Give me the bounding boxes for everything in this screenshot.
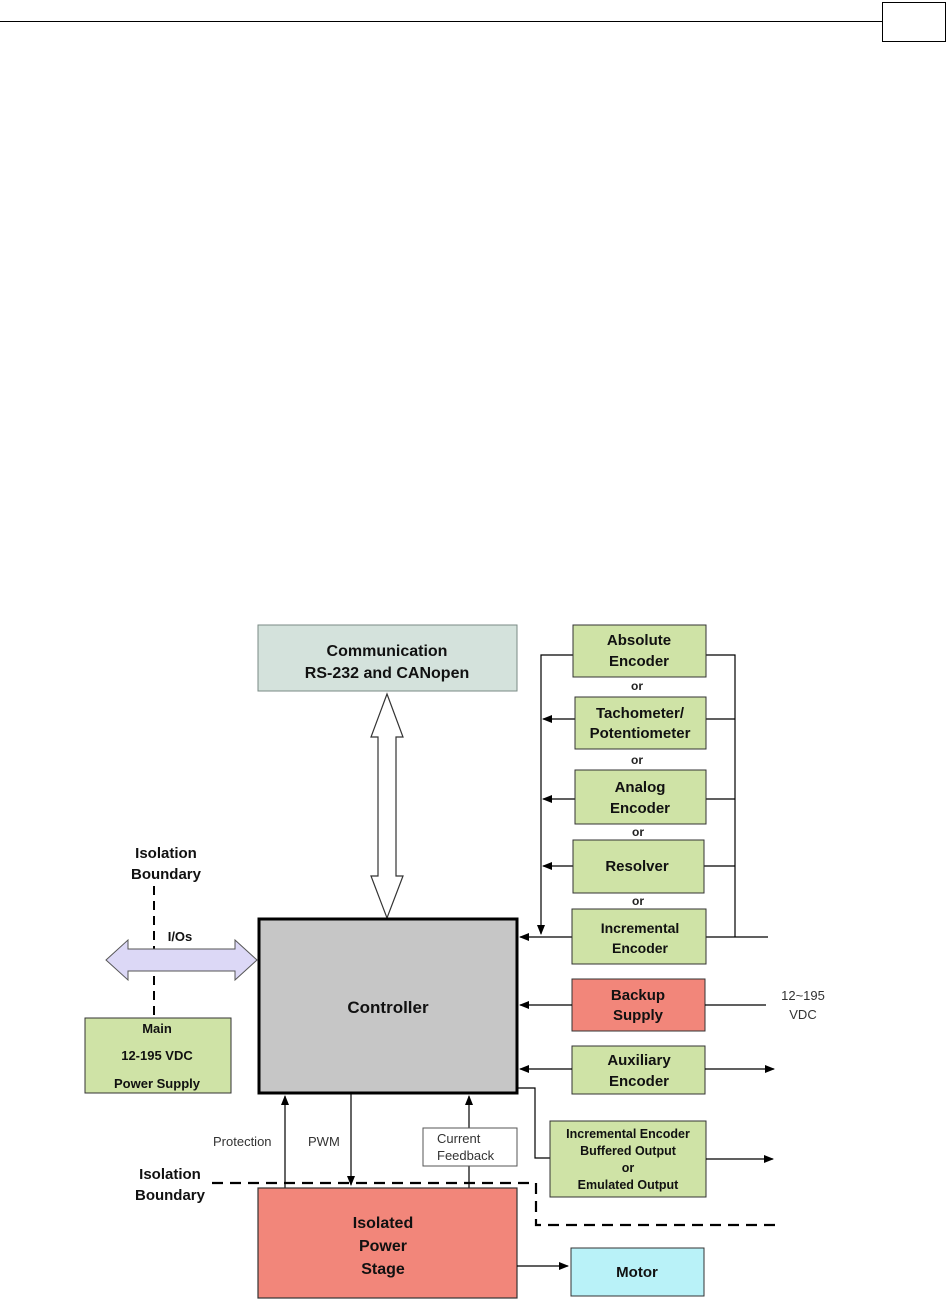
incremental-encoder-line2: Encoder xyxy=(612,940,669,956)
motor-block: Motor xyxy=(570,1247,705,1297)
or-label-1: or xyxy=(631,679,643,693)
page-number-box xyxy=(882,2,946,42)
tachometer-line2: Potentiometer xyxy=(590,725,691,742)
power-stage-line2: Power xyxy=(359,1238,407,1255)
motor-label: Motor xyxy=(616,1264,658,1281)
protection-label: Protection xyxy=(213,1134,272,1149)
feedback-bus xyxy=(519,654,768,941)
analog-encoder-line1: Analog xyxy=(615,779,666,796)
buffered-output-line4: Emulated Output xyxy=(578,1178,680,1192)
buffered-output-connector xyxy=(517,1087,550,1159)
backup-supply-line1: Backup xyxy=(611,987,665,1004)
communication-subtitle: RS-232 and CANopen xyxy=(305,665,469,682)
analog-encoder-line2: Encoder xyxy=(610,800,670,817)
backup-supply-line2: Supply xyxy=(613,1007,664,1024)
power-stage-line1: Isolated xyxy=(353,1215,413,1232)
or-label-2: or xyxy=(631,753,643,767)
auxiliary-encoder-block: Auxiliary Encoder xyxy=(571,1045,706,1095)
communication-title: Communication xyxy=(327,643,448,660)
buffered-output-block: Incremental Encoder Buffered Output or E… xyxy=(549,1120,707,1198)
communication-block: Communication RS-232 and CANopen xyxy=(257,624,518,692)
isolation-boundary-bottom-label: Isolation xyxy=(139,1166,201,1183)
current-feedback-line1: Current xyxy=(437,1131,481,1146)
controller-block: Controller xyxy=(257,917,519,1095)
isolated-power-stage-block: Isolated Power Stage xyxy=(257,1187,518,1299)
buffered-output-line2: Buffered Output xyxy=(580,1144,677,1158)
buffered-output-line3: or xyxy=(622,1161,635,1175)
io-arrow xyxy=(105,938,258,982)
header-rule xyxy=(0,21,882,22)
feedback-device-resolver: Resolver xyxy=(572,839,705,894)
main-supply-line3: Power Supply xyxy=(114,1076,201,1091)
buffered-output-line1: Incremental Encoder xyxy=(566,1127,690,1141)
current-feedback-line2: Feedback xyxy=(437,1148,495,1163)
controller-label: Controller xyxy=(347,998,429,1017)
current-feedback-box: Current Feedback xyxy=(422,1127,518,1167)
isolation-boundary-top-label: Isolation xyxy=(135,845,197,862)
absolute-encoder-line2: Encoder xyxy=(609,653,669,670)
main-supply-line2: 12-195 VDC xyxy=(121,1048,193,1063)
tachometer-line1: Tachometer/ xyxy=(596,705,685,722)
or-label-3: or xyxy=(632,825,644,839)
feedback-device-incremental-encoder: Incremental Encoder xyxy=(571,908,707,965)
isolation-boundary-bottom-line xyxy=(212,1181,782,1227)
feedback-device-analog-encoder: Analog Encoder xyxy=(574,769,707,825)
or-label-4: or xyxy=(632,894,644,908)
communication-bus-arrow xyxy=(370,692,404,920)
main-supply-line1: Main xyxy=(142,1021,172,1036)
backup-voltage-line1: 12~195 xyxy=(781,988,825,1003)
pwm-label: PWM xyxy=(308,1134,340,1149)
isolation-boundary-top-label-2: Boundary xyxy=(131,866,202,883)
auxiliary-encoder-line2: Encoder xyxy=(609,1073,669,1090)
power-stage-line3: Stage xyxy=(361,1261,405,1278)
resolver-label: Resolver xyxy=(605,858,669,875)
isolation-boundary-bottom-label-2: Boundary xyxy=(135,1187,206,1204)
feedback-device-absolute-encoder: Absolute Encoder xyxy=(572,624,707,678)
absolute-encoder-line1: Absolute xyxy=(607,632,671,649)
incremental-encoder-line1: Incremental xyxy=(601,920,680,936)
io-label: I/Os xyxy=(168,929,193,944)
backup-voltage-line2: VDC xyxy=(789,1007,816,1022)
main-power-supply-block: Main 12-195 VDC Power Supply xyxy=(84,1017,232,1094)
auxiliary-encoder-line1: Auxiliary xyxy=(607,1052,671,1069)
backup-supply-block: Backup Supply xyxy=(571,978,706,1032)
feedback-device-tachometer: Tachometer/ Potentiometer xyxy=(574,696,707,750)
